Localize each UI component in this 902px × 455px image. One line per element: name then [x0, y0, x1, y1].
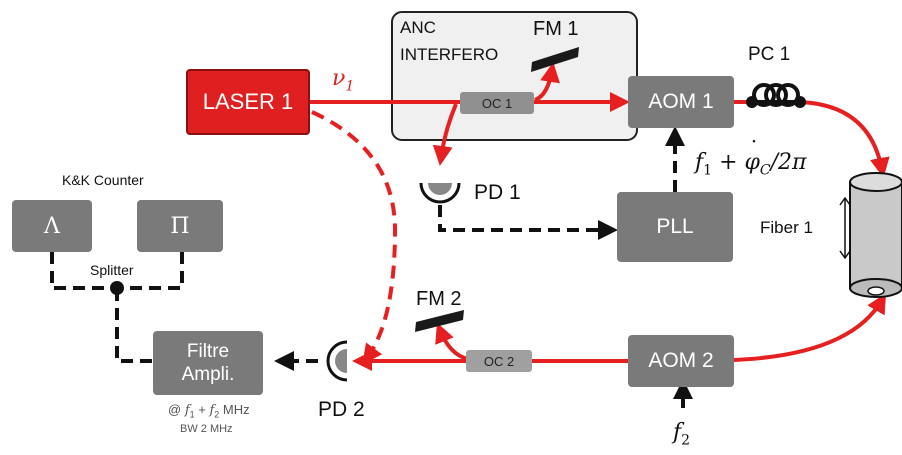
pll-frequency-label: f1 + φ˙C/2π	[695, 138, 807, 179]
fiber-label: Fiber 1	[760, 218, 813, 237]
beam-oc2-to-fm2	[435, 322, 469, 361]
plus-sign: +	[712, 150, 745, 175]
mirror-fm2	[415, 310, 464, 332]
counter-lambda-box: Λ	[12, 200, 92, 252]
coupler-oc1: OC 1	[460, 92, 534, 114]
note-f1: f	[184, 403, 190, 418]
f-symbol: f	[695, 150, 704, 175]
anc-label-line1: ANC	[400, 18, 436, 37]
counter-title: K&K Counter	[62, 172, 144, 188]
beam-paths	[310, 62, 890, 371]
note-f2: f	[209, 403, 215, 418]
phi-subscript: C	[759, 162, 771, 179]
beam-pc1-to-fiber	[799, 100, 890, 178]
signal-paths	[50, 126, 693, 408]
laser-frequency-label: ν1	[332, 66, 354, 94]
note-unit: MHz	[219, 402, 250, 417]
nu-subscript: 1	[345, 78, 355, 95]
fiber-spool	[849, 172, 902, 298]
phi-dot-symbol: φ˙	[744, 138, 760, 175]
coupler-oc2: OC 2	[466, 350, 532, 372]
phi-symbol: φ	[744, 150, 760, 175]
signal-filter-to-splitter	[115, 288, 152, 363]
filter-note-frequency: @ f1 + f2 MHz	[168, 402, 250, 420]
signal-pd1-to-pll	[438, 205, 618, 240]
note-plus: +	[194, 402, 210, 417]
splitter-label: Splitter	[88, 262, 136, 278]
beam-oc1-to-pd1	[432, 103, 458, 166]
note-f2-sub: 2	[214, 409, 220, 420]
nu-symbol: ν	[332, 66, 346, 91]
pll-box: PLL	[617, 192, 733, 262]
f2-symbol: f	[673, 420, 682, 445]
laser-1-box: LASER 1	[186, 69, 310, 135]
beam-oc1-to-fm1	[534, 62, 560, 102]
mirror-fm1	[531, 47, 579, 72]
pc1-label: PC 1	[748, 44, 791, 65]
aom1-box: AOM 1	[628, 76, 734, 128]
over-2pi: /2π	[770, 150, 807, 175]
anc-label-line2: INTERFERO	[400, 45, 499, 64]
polarization-controller	[746, 83, 806, 108]
photodiode-pd2	[326, 340, 348, 382]
f-subscript: 1	[703, 162, 713, 179]
filter-amplifier-box: Filtre Ampli.	[153, 331, 263, 395]
f2-subscript: 2	[681, 432, 691, 449]
fm2-label: FM 2	[416, 288, 462, 310]
note-at: @	[168, 402, 185, 417]
beam-laser-reference-dashed	[311, 110, 398, 365]
photodiode-pd1	[419, 182, 461, 204]
beam-fiber-to-aom2	[733, 293, 887, 362]
aom2-box: AOM 2	[628, 335, 734, 387]
pd1-label: PD 1	[474, 181, 521, 204]
dot-accent: ˙	[748, 138, 760, 163]
pd2-label: PD 2	[318, 398, 365, 421]
fm1-label: FM 1	[533, 18, 579, 40]
counter-pi-box: Π	[137, 200, 223, 252]
note-f1-sub: 1	[189, 409, 195, 420]
aom2-frequency-label: f2	[673, 420, 690, 448]
filter-line-2: Ampli.	[181, 364, 235, 385]
fiber-length-arrow	[839, 196, 851, 260]
splitter-node	[110, 281, 124, 295]
filter-note-bandwidth: BW 2 MHz	[180, 423, 233, 435]
filter-line-1: Filtre	[186, 341, 230, 362]
